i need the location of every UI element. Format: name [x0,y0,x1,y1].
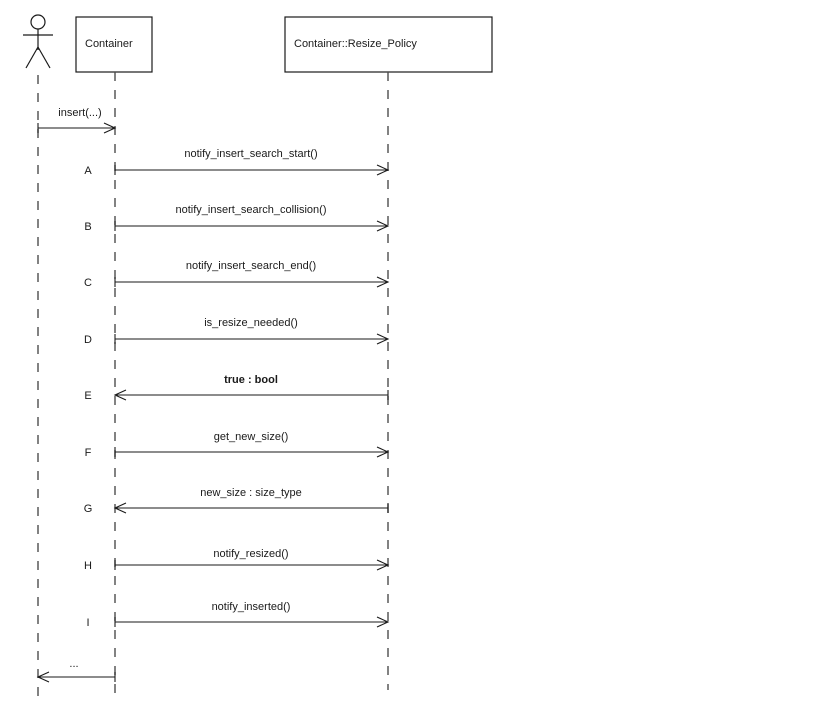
message-label: get_new_size() [214,431,289,443]
actor-head-icon [30,14,46,30]
message-label: new_size : size_type [200,487,302,499]
lifeline-header-resize_policy[interactable]: Container::Resize_Policy [284,16,493,73]
message-arrowhead [376,446,390,458]
sequence-letter-F: F [85,447,92,459]
message-label: notify_resized() [213,548,288,560]
message-label: ... [69,658,78,670]
actor-figure [23,14,53,69]
sequence-letter-D: D [84,334,92,346]
sequence-letter-G: G [84,503,93,515]
message-arrowhead [376,616,390,628]
message-label: notify_insert_search_collision() [175,204,326,216]
sequence-letter-C: C [84,277,92,289]
lifeline-box-resize_policy[interactable] [284,16,493,73]
lifeline-header-container[interactable]: Container [75,16,153,73]
message-C[interactable]: notify_insert_search_end() C [84,260,390,289]
message-F[interactable]: get_new_size() F [85,431,390,459]
message-A[interactable]: notify_insert_search_start() A [84,148,390,177]
message-I[interactable]: notify_inserted() I [86,601,390,629]
message-B[interactable]: notify_insert_search_collision() B [84,204,390,233]
message-D[interactable]: is_resize_needed() D [84,317,390,346]
message-1[interactable]: insert(...) [37,107,117,134]
message-label: notify_inserted() [212,601,291,613]
message-arrowhead [376,164,390,176]
message-label: is_resize_needed() [204,317,298,329]
message-11[interactable]: ... [36,658,116,683]
message-arrowhead [113,389,127,401]
lifeline-box-container[interactable] [75,16,153,73]
sequence-letter-A: A [84,165,92,177]
sequence-letter-E: E [84,390,91,402]
sequence-letter-H: H [84,560,92,572]
lifeline-label-container: Container [85,38,133,50]
message-arrowhead [376,276,390,288]
message-label: true : bool [224,374,278,386]
lifeline-label-resize_policy: Container::Resize_Policy [294,38,417,50]
sequence-letter-I: I [86,617,89,629]
message-arrowhead [376,559,390,571]
message-label: notify_insert_search_start() [184,148,317,160]
actor-leg-right-icon [37,46,51,69]
message-H[interactable]: notify_resized() H [84,548,390,572]
message-arrowhead [36,671,50,683]
message-arrowhead [113,502,127,514]
message-arrowhead [376,333,390,345]
message-arrowhead [103,122,117,134]
actor-leg-left-icon [25,46,39,69]
message-label: insert(...) [58,107,101,119]
sequence-letter-B: B [84,221,91,233]
message-label: notify_insert_search_end() [186,260,316,272]
message-arrowhead [376,220,390,232]
